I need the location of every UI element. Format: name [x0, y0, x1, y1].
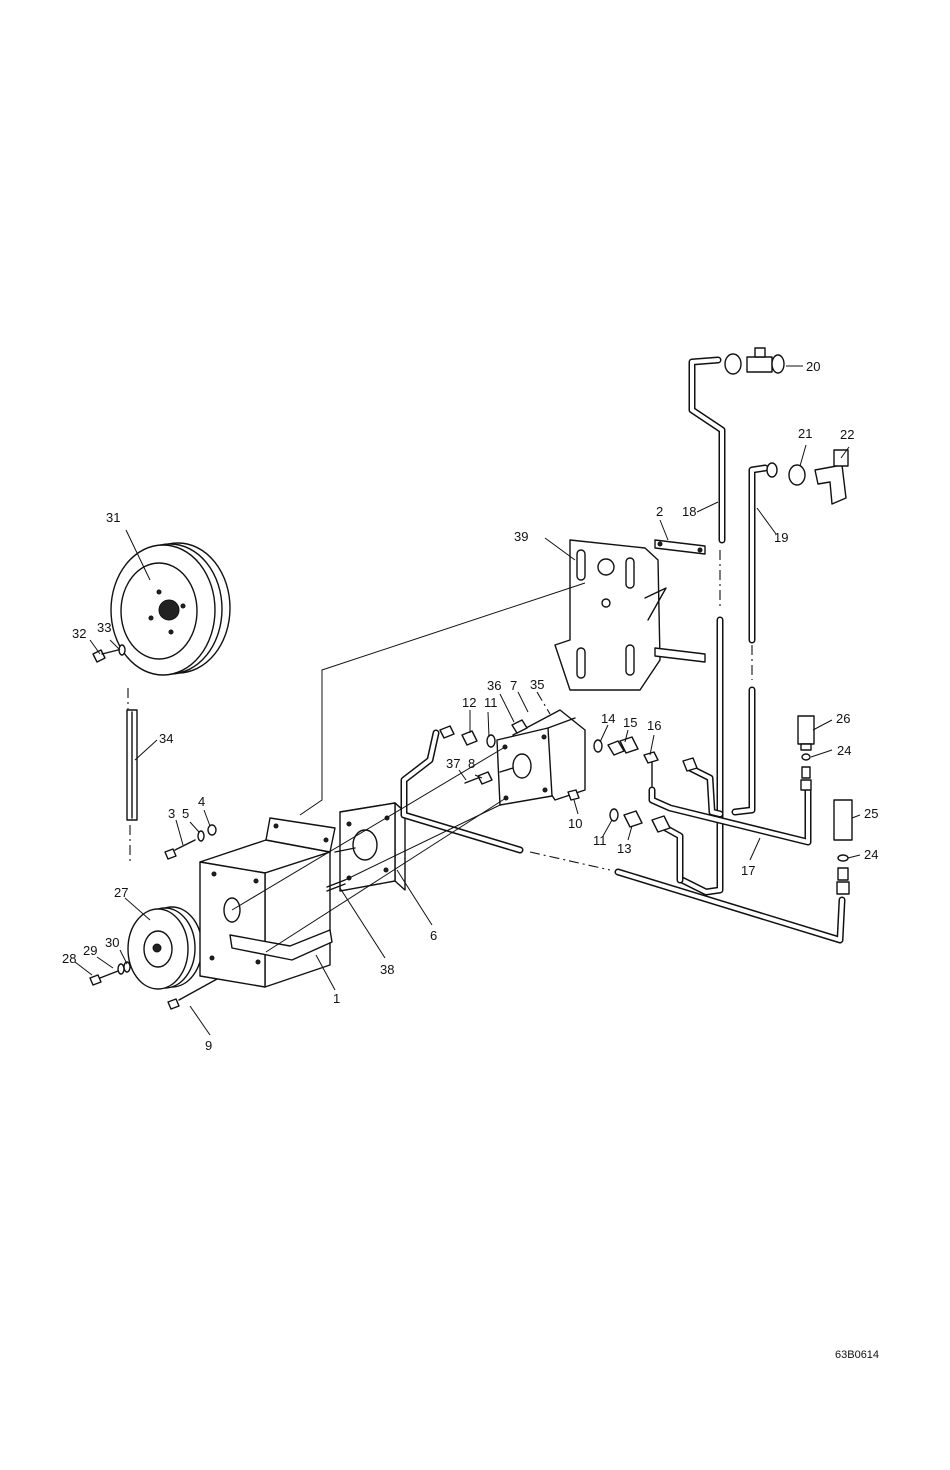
callout-17a: 17 — [741, 863, 755, 878]
callout-18: 18 — [682, 504, 696, 519]
callout-27: 27 — [114, 885, 128, 900]
callout-10: 10 — [568, 816, 582, 831]
callout-37: 37 — [446, 756, 460, 771]
callout-24b: 24 — [864, 847, 878, 862]
callout-2: 2 — [656, 504, 663, 519]
plate-bracket-2 — [655, 540, 705, 662]
callout-33: 33 — [97, 620, 111, 635]
fitting-11-13 — [610, 809, 670, 832]
callout-24a: 24 — [837, 743, 851, 758]
callout-22: 22 — [840, 427, 854, 442]
callout-14: 14 — [601, 711, 615, 726]
callout-26: 26 — [836, 711, 850, 726]
fitting-8-group — [465, 772, 492, 784]
callout-28: 28 — [62, 951, 76, 966]
callout-34: 34 — [159, 731, 173, 746]
nut-21-tee-22 — [767, 450, 848, 504]
mount-plate — [555, 540, 666, 690]
callout-16: 16 — [647, 718, 661, 733]
callout-31: 31 — [106, 510, 120, 525]
callout-29: 29 — [83, 943, 97, 958]
callout-36: 36 — [487, 678, 501, 693]
callout-30: 30 — [105, 935, 119, 950]
adapter-block — [327, 803, 405, 891]
fitting-12-group — [440, 726, 495, 747]
callout-8: 8 — [468, 756, 475, 771]
belt — [127, 688, 137, 865]
callout-11b: 11 — [593, 833, 607, 848]
callout-32: 32 — [72, 626, 86, 641]
callout-20: 20 — [806, 359, 820, 374]
coupler-25 — [834, 800, 852, 894]
bolt-32 — [93, 645, 125, 662]
fitting-14-15-16 — [594, 737, 697, 786]
callout-25: 25 — [864, 806, 878, 821]
figure-code: 63B0614 — [835, 1349, 879, 1361]
callout-35: 35 — [530, 677, 544, 692]
tube-19 — [735, 468, 765, 812]
tee-20 — [725, 348, 803, 374]
callout-9: 9 — [205, 1038, 212, 1053]
callout-38: 38 — [380, 962, 394, 977]
large-pulley — [111, 543, 230, 675]
callout-4: 4 — [198, 794, 205, 809]
callout-1: 1 — [333, 991, 340, 1006]
callout-3: 3 — [168, 806, 175, 821]
callout-12: 12 — [462, 695, 476, 710]
callout-11a: 11 — [484, 695, 498, 710]
callout-7: 7 — [510, 678, 517, 693]
callout-21: 21 — [798, 426, 812, 441]
callout-5: 5 — [182, 806, 189, 821]
callout-19: 19 — [774, 530, 788, 545]
callout-15: 15 — [623, 715, 637, 730]
callout-13: 13 — [617, 841, 631, 856]
coupler-26 — [798, 716, 814, 790]
callout-39: 39 — [514, 529, 528, 544]
callout-6: 6 — [430, 928, 437, 943]
mount-box — [200, 818, 335, 987]
bolt-3 — [165, 825, 216, 859]
small-pulley — [128, 907, 202, 989]
